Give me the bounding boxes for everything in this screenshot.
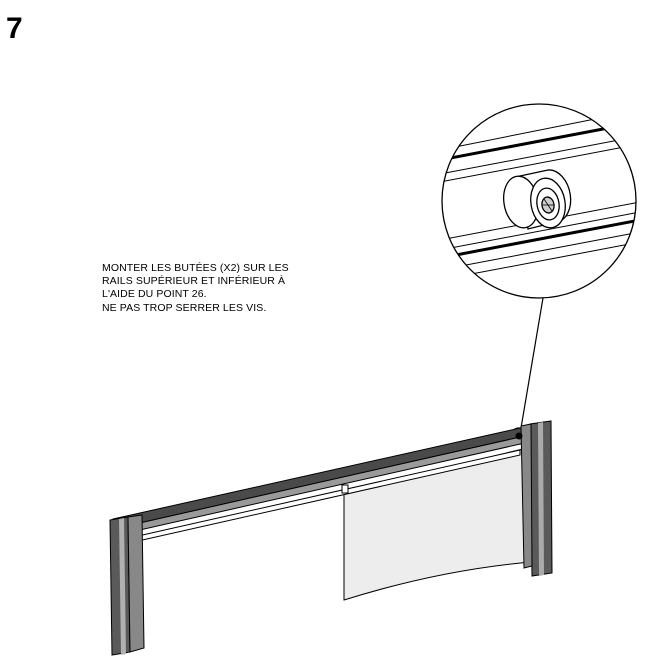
instruction-line-4: NE PAS TROP SERRER LES VIS. [102, 301, 267, 314]
instruction-line-1: MONTER LES BUTÉES (X2) SUR LES [102, 262, 289, 274]
door-frame [109, 420, 553, 656]
stopper-detail-zoom [441, 103, 637, 445]
instruction-line-2: RAILS SUPÉRIEUR ET INFÉRIEUR À [102, 275, 286, 288]
instruction-line-3: L'AIDE DU POINT 26. [102, 288, 207, 301]
instruction-text: MONTER LES BUTÉES (X2) SUR LES RAILS SUP… [102, 262, 362, 315]
stopper-part [503, 169, 572, 230]
step-number: 7 [6, 12, 23, 45]
